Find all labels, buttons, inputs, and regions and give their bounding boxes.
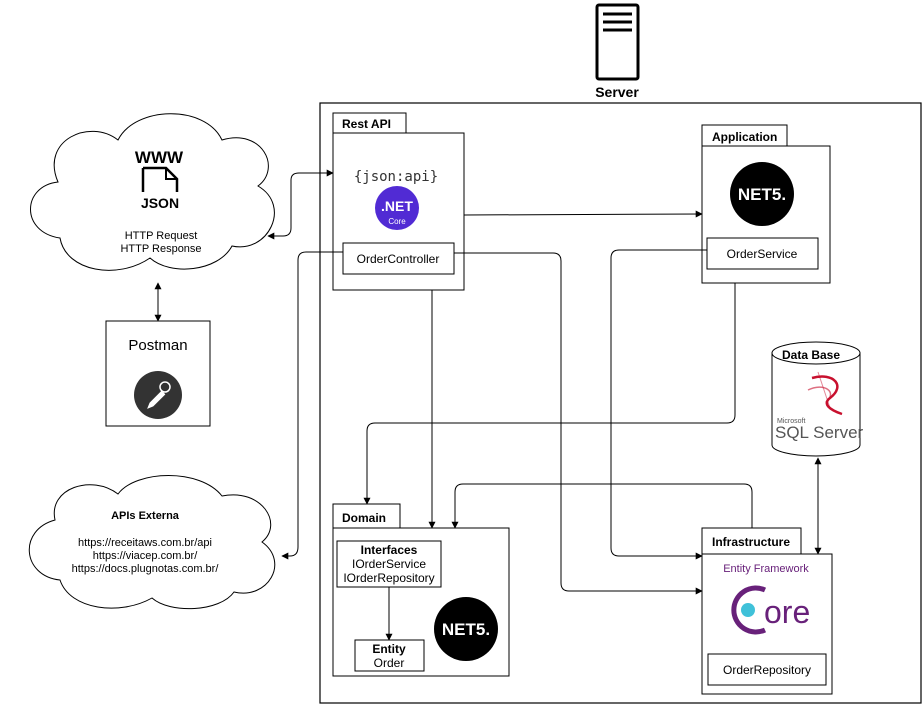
net-core-logo: .NET Core [375, 186, 419, 230]
domain-tab: Domain [342, 511, 386, 525]
connector-www-restapi [267, 169, 334, 240]
order-repository-box [707, 653, 827, 686]
http-response-text: HTTP Response [120, 243, 201, 255]
infrastructure-package: Infrastructure Entity Framework ore Orde… [701, 527, 833, 695]
sql-server-logo-small: Microsoft [777, 418, 805, 425]
connectors [154, 169, 822, 641]
connector-restapi-apis [281, 251, 343, 560]
ef-core-logo: ore [731, 585, 810, 635]
apis-externa-title: APIs Externa [111, 510, 180, 522]
connector-infrastructure-domain [451, 483, 753, 529]
www-text: WWW [135, 148, 184, 167]
json-file-icon [141, 166, 179, 192]
postman-box: Postman [105, 320, 211, 427]
application-tab: Application [712, 130, 777, 144]
application-package: Application NET5. OrderService [701, 124, 831, 284]
interface-item: IOrderRepository [343, 571, 434, 585]
rest-api-package: Rest API {json:api} .NET Core OrderContr… [332, 112, 465, 291]
ef-core-logo-text: ore [764, 594, 810, 630]
order-service-label: OrderService [727, 247, 798, 261]
entity-name: Order [374, 656, 405, 670]
interfaces-title: Interfaces [361, 543, 418, 557]
net5-logo-application [730, 162, 794, 226]
postman-label: Postman [128, 337, 187, 354]
net-core-logo-sub: Core [388, 217, 406, 226]
order-controller-box [342, 242, 455, 275]
json-text: JSON [141, 195, 179, 211]
api-url: https://viacep.com.br/ [93, 550, 198, 562]
order-controller-label: OrderController [357, 252, 440, 266]
domain-package: Domain Interfaces IOrderService IOrderRe… [332, 503, 510, 677]
sql-server-logo: Microsoft SQL Server [775, 371, 864, 442]
apis-externa-cloud: APIs Externa https://receitaws.com.br/ap… [28, 475, 276, 610]
connector-application-domain [363, 283, 736, 505]
postman-icon [134, 371, 182, 419]
database-cylinder: Data Base Microsoft SQL Server [771, 341, 864, 457]
server-icon [595, 3, 640, 81]
api-url: https://receitaws.com.br/api [78, 537, 212, 549]
database-label: Data Base [782, 348, 840, 362]
connector-restapi-application [463, 210, 703, 218]
net5-logo-application-text: NET5. [738, 185, 786, 204]
net-core-logo-text: .NET [381, 198, 413, 214]
entity-framework-logo-text: Entity Framework [723, 563, 809, 575]
infrastructure-tab: Infrastructure [712, 535, 790, 549]
connector-service-infrastructure [610, 249, 707, 560]
order-service-box [706, 237, 819, 270]
rest-api-tab: Rest API [342, 117, 391, 131]
entity-box [354, 639, 425, 672]
net5-logo-domain-text: NET5. [442, 620, 490, 639]
sql-server-logo-text: SQL Server [775, 423, 864, 442]
entity-title: Entity [372, 642, 406, 656]
www-cloud: WWW JSON HTTP Request HTTP Response [30, 113, 275, 271]
http-request-text: HTTP Request [125, 230, 198, 242]
server-container [319, 102, 922, 704]
order-repository-label: OrderRepository [723, 663, 811, 677]
net5-logo-domain [434, 597, 498, 661]
connector-controller-infrastructure [454, 252, 703, 595]
api-url: https://docs.plugnotas.com.br/ [72, 563, 220, 575]
json-api-logo: {json:api} [354, 169, 438, 185]
interfaces-box [336, 540, 442, 588]
interface-item: IOrderService [352, 557, 426, 571]
server-label: Server [595, 84, 639, 100]
